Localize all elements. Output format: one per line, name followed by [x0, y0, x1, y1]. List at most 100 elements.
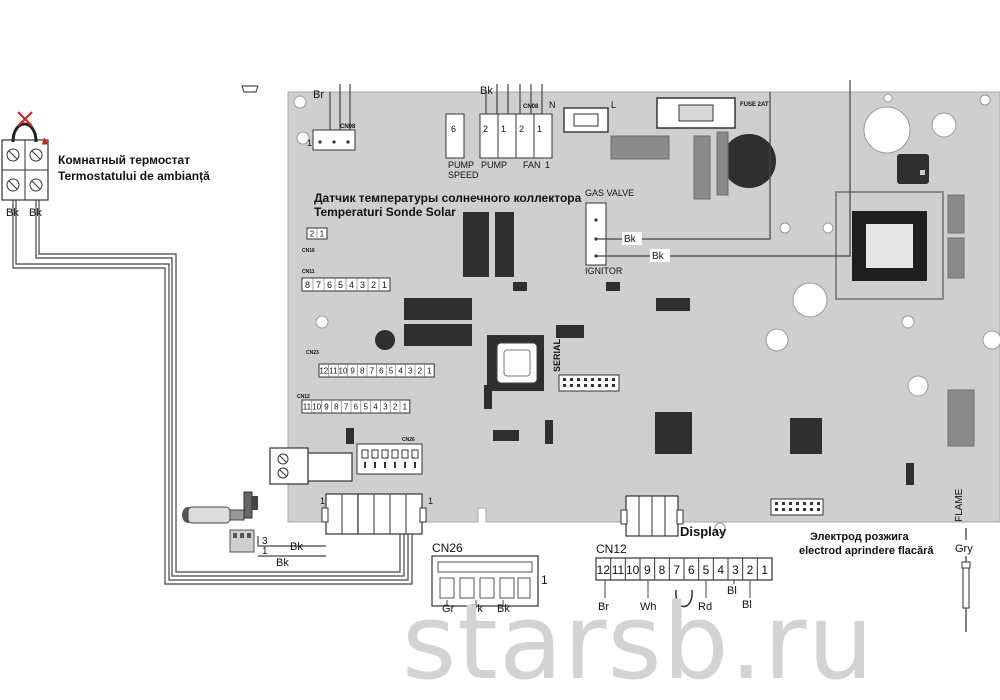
cn11-label: CN11: [302, 269, 315, 275]
pin-label: 6: [354, 403, 359, 412]
l-label: L: [611, 100, 616, 110]
electrode-label-ro: electrod aprindere flacără: [799, 545, 934, 557]
pin-label: 10: [339, 367, 348, 376]
thermostat-jumper: [11, 122, 38, 143]
pin-label: 4: [349, 280, 354, 290]
pin-1a: 1: [501, 124, 506, 134]
cn12-pin-label: 6: [688, 563, 695, 577]
ignitor-label: IGNITOR: [585, 266, 623, 276]
sensor-probe: [182, 491, 258, 553]
fuse-holder: [656, 97, 736, 129]
board-top-mark: [241, 85, 259, 93]
cn12-pin-label: 1: [761, 563, 768, 577]
pin-label: 2: [310, 230, 315, 239]
cn26-small-pins: [361, 449, 419, 468]
pin-label: 1: [427, 367, 432, 376]
pin-label: 5: [338, 280, 343, 290]
cn08b-label: CN08: [523, 104, 539, 110]
cn12-pin-label: 7: [673, 563, 680, 577]
gas-valve-wire-1: Bk: [624, 234, 637, 245]
n-label: N: [549, 100, 556, 110]
pin-2a: 2: [483, 124, 488, 134]
pin-label: 1: [403, 403, 408, 412]
cn12-wire-br: Br: [598, 601, 609, 613]
cn08-pin-1: 1: [307, 138, 312, 148]
board-grey-components: [610, 131, 975, 447]
wire-bk-1: Bk: [276, 557, 289, 569]
cn16-label: CN16: [302, 248, 315, 254]
lower-left-connector: [321, 493, 427, 535]
gas-valve-label: GAS VALVE: [585, 188, 634, 198]
fan-label: FAN: [523, 160, 541, 170]
cn12-wire-rd: Rd: [698, 601, 712, 613]
pin-label: 11: [303, 403, 312, 412]
pin-label: 2: [393, 403, 398, 412]
connector-wire-drops: [446, 580, 751, 606]
fan-pin-1: 1: [545, 160, 550, 170]
pump-speed-label-2: SPEED: [448, 170, 479, 180]
wire-bk-top: Bk: [480, 85, 493, 97]
display-label: Display: [680, 524, 727, 539]
thermostat-label-ro: Termostatului de ambianță: [58, 169, 210, 183]
ignitor-wire-tag: [650, 249, 670, 262]
thermostat-label-ru: Комнатный термостат: [58, 153, 190, 167]
pin-label: 6: [327, 280, 332, 290]
flame-label: FLAME: [954, 488, 965, 522]
thermostat-wire-1: Bk: [6, 207, 19, 219]
cn12-pin-label: 4: [717, 563, 724, 577]
pin-label: 4: [373, 403, 378, 412]
thermostat-wire-2: Bk: [29, 207, 42, 219]
pin-label: 6: [379, 367, 384, 376]
wire-br-top: Br: [313, 89, 324, 101]
serial-header: [558, 374, 620, 392]
cn26-small-label: CN26: [402, 437, 415, 443]
pin-label: 11: [329, 367, 338, 376]
fuse-label: FUSE 2AT: [740, 102, 769, 108]
thermostat-terminal: [1, 139, 49, 201]
pump-speed-label: PUMP: [448, 160, 474, 170]
pin-label: 2: [418, 367, 423, 376]
pin-1b: 1: [537, 124, 542, 134]
pin-label: 9: [350, 367, 355, 376]
jumper-cross-icon: [17, 111, 33, 127]
cn26-small-connector: [356, 443, 423, 475]
cn12-wire-bl-1: Bl: [727, 585, 737, 597]
serial-port-socket: [503, 349, 531, 377]
cn12-pin-label: 10: [626, 563, 640, 577]
serial-label: SERIAL: [552, 338, 562, 372]
gas-valve-connector: [585, 202, 607, 266]
cn26-wire-pk: Pk: [470, 603, 483, 615]
cn26-wire-bk: Bk: [497, 603, 510, 615]
cn12-wire-loop: [675, 589, 693, 607]
cn12-pin-label: 8: [659, 563, 666, 577]
cn26-pin-1: 1: [541, 573, 548, 587]
cn12-wire-bl-2: Bl: [742, 599, 752, 611]
cn12-pin-label: 11: [612, 563, 625, 577]
cn12-label: CN12: [596, 542, 627, 556]
pin-label: 5: [363, 403, 368, 412]
pump-label: PUMP: [481, 160, 507, 170]
switch-block: [269, 447, 353, 485]
solar-sensor-label-ru: Датчик температуры солнечного коллектора: [314, 191, 582, 205]
pin-label: 8: [334, 403, 339, 412]
gas-valve-wire-2: Bk: [652, 251, 665, 262]
pin-label: 3: [408, 367, 413, 376]
pin-label: 1: [320, 230, 325, 239]
cn12-pin-label: 2: [747, 563, 754, 577]
cn12-pin-label: 9: [644, 563, 651, 577]
cn12-wire-wh: Wh: [640, 601, 657, 613]
wire-num-3: 3: [262, 536, 268, 547]
chip-pad: [920, 170, 925, 175]
flame-wire-gry: Gry: [955, 543, 973, 555]
lower-connector-pin-1: 1: [320, 496, 325, 506]
flame-electrode: [961, 528, 971, 632]
pump-speed-connector: [445, 113, 465, 159]
pin-label: 8: [305, 280, 310, 290]
cn08-connector: [312, 129, 356, 151]
solar-sensor-label-ro: Temperaturi Sonde Solar: [314, 205, 456, 219]
